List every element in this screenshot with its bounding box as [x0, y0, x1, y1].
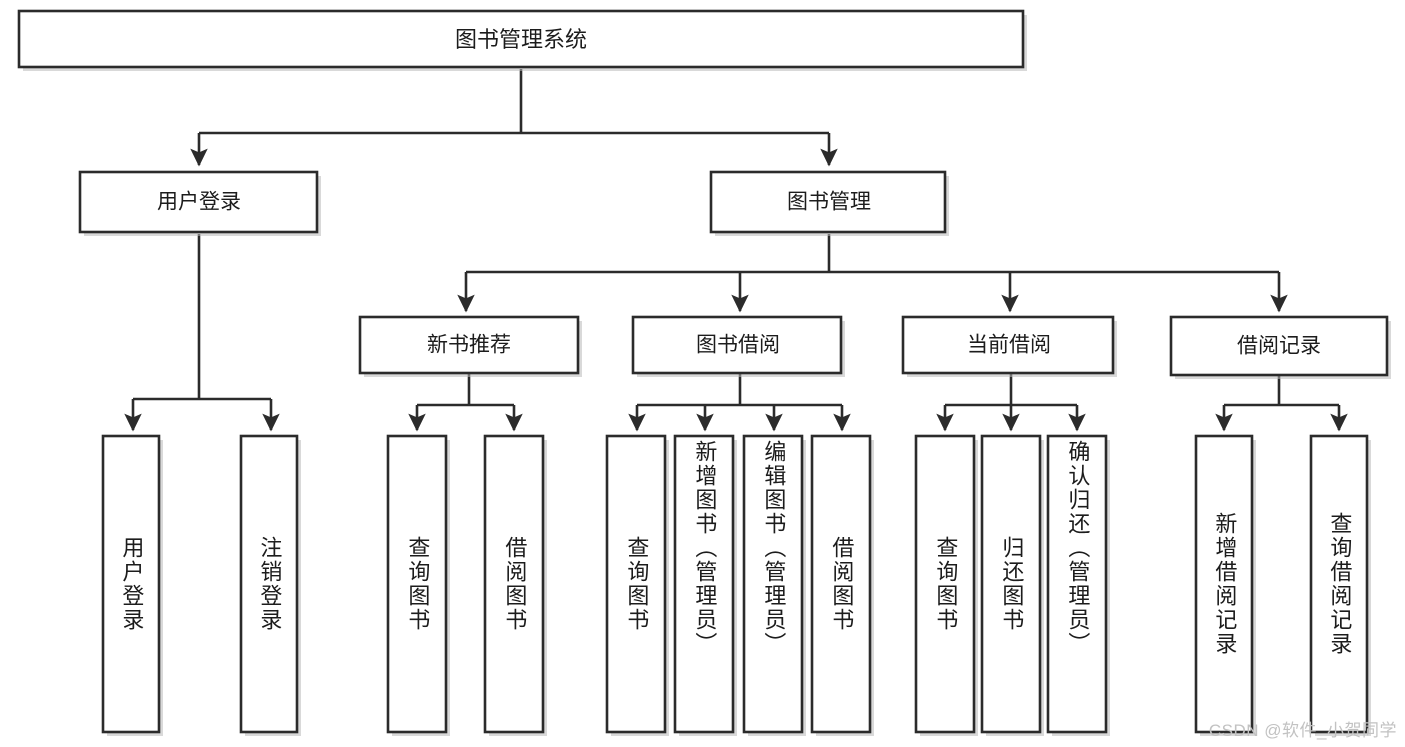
book-manage-label: 图书管理: [787, 191, 871, 214]
current-borrow-box[interactable]: [901, 315, 1115, 375]
borrow-record-box[interactable]: [1169, 315, 1389, 377]
book-manage-box[interactable]: [709, 170, 947, 234]
leaf-query-book-1-box[interactable]: [386, 434, 448, 734]
user-login-box[interactable]: [78, 170, 319, 234]
book-borrow-box[interactable]: [631, 315, 843, 375]
leaf-logout-box[interactable]: [239, 434, 299, 734]
node-book-manage[interactable]: 图书管理: [709, 170, 949, 236]
book-borrow-label: 图书借阅: [696, 334, 780, 357]
user-login-label: 用户登录: [157, 191, 241, 214]
root-label: 图书管理系统: [455, 27, 587, 52]
leaf-borrow-book-1-box[interactable]: [483, 434, 545, 734]
node-borrow-record[interactable]: 借阅记录: [1169, 315, 1391, 379]
borrow-record-label: 借阅记录: [1237, 335, 1321, 358]
leaf-query-book-2-box[interactable]: [605, 434, 667, 734]
leaf-query-book-3-box[interactable]: [914, 434, 976, 734]
leaf-boxes: [101, 434, 1371, 736]
node-new-book-recommend[interactable]: 新书推荐: [358, 315, 582, 377]
leaf-add-record-box[interactable]: [1194, 434, 1254, 734]
node-root[interactable]: 图书管理系统: [17, 9, 1027, 71]
new-book-label: 新书推荐: [427, 334, 511, 357]
node-book-borrow[interactable]: 图书借阅: [631, 315, 845, 377]
leaf-query-record-box[interactable]: [1309, 434, 1369, 734]
current-borrow-label: 当前借阅: [967, 334, 1051, 357]
leaf-borrow-book-2-box[interactable]: [810, 434, 872, 734]
connectors: [124, 69, 1348, 432]
node-current-borrow[interactable]: 当前借阅: [901, 315, 1117, 377]
leaf-return-book-box[interactable]: [980, 434, 1042, 734]
leaf-confirm-return-box[interactable]: [1046, 434, 1108, 734]
node-user-login[interactable]: 用户登录: [78, 170, 321, 236]
root-box[interactable]: [17, 9, 1025, 69]
leaf-user-login-box[interactable]: [101, 434, 161, 734]
leaf-edit-book-box[interactable]: [742, 434, 804, 734]
leaf-add-book-box[interactable]: [673, 434, 735, 734]
new-book-box[interactable]: [358, 315, 580, 375]
